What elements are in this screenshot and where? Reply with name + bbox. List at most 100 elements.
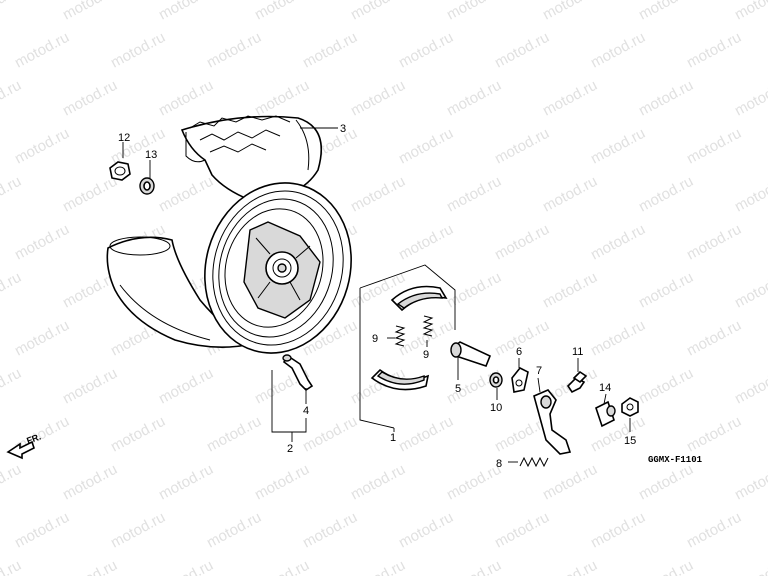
brake-shoe-upper[interactable] xyxy=(390,285,448,312)
watermark-text: motod.ru xyxy=(396,413,456,456)
watermark-text: motod.ru xyxy=(0,77,24,120)
watermark-text: motod.ru xyxy=(444,0,504,24)
watermark-text: motod.ru xyxy=(60,77,120,120)
watermark-text: motod.ru xyxy=(396,509,456,552)
watermark-text: motod.ru xyxy=(12,221,72,264)
watermark-text: motod.ru xyxy=(348,557,408,576)
watermark-text: motod.ru xyxy=(0,557,24,576)
watermark-text: motod.ru xyxy=(444,77,504,120)
brake-shoe-bracket-frame xyxy=(359,264,456,429)
watermark-text: motod.ru xyxy=(684,509,744,552)
watermark-text: motod.ru xyxy=(300,413,360,456)
callout-9-left: 9 xyxy=(372,333,378,345)
watermark-text: motod.ru xyxy=(540,0,600,24)
return-spring-part-8[interactable] xyxy=(519,456,549,468)
watermark-text: motod.ru xyxy=(492,125,552,168)
callout-11: 11 xyxy=(572,346,583,358)
watermark-text: motod.ru xyxy=(12,509,72,552)
watermark-text: motod.ru xyxy=(0,365,24,408)
spring-part-9-left[interactable] xyxy=(394,325,406,347)
watermark-text: motod.ru xyxy=(348,77,408,120)
brake-cam-part-5[interactable] xyxy=(450,341,492,367)
wheel-rim[interactable] xyxy=(185,165,371,370)
watermark-text: motod.ru xyxy=(684,413,744,456)
watermark-text: motod.ru xyxy=(156,557,216,576)
callout-14: 14 xyxy=(599,382,611,394)
watermark-text: motod.ru xyxy=(108,509,168,552)
watermark-text: motod.ru xyxy=(444,557,504,576)
callout-10: 10 xyxy=(490,402,502,414)
watermark-text: motod.ru xyxy=(204,413,264,456)
callout-labels: 12 13 3 4 2 1 9 9 5 10 6 7 11 14 15 8 xyxy=(118,123,636,470)
bolt-part-11[interactable] xyxy=(566,370,588,394)
watermark-text: motod.ru xyxy=(348,173,408,216)
watermark-text: motod.ru xyxy=(588,221,648,264)
collar-part-14[interactable] xyxy=(595,400,616,428)
watermark-text: motod.ru xyxy=(252,557,312,576)
watermark-text: motod.ru xyxy=(636,365,696,408)
washer-part-13[interactable] xyxy=(139,177,155,195)
watermark-text: motod.ru xyxy=(636,77,696,120)
watermark-text: motod.ru xyxy=(636,269,696,312)
watermark-text: motod.ru xyxy=(732,0,768,24)
watermark-text: motod.ru xyxy=(684,125,744,168)
watermark-text: motod.ru xyxy=(348,461,408,504)
watermark-text: motod.ru xyxy=(540,173,600,216)
watermark-text: motod.ru xyxy=(252,0,312,24)
diagram-code: GGMX-F1101 xyxy=(648,455,703,465)
watermark-text: motod.ru xyxy=(12,125,72,168)
front-direction-arrow-icon: FR. xyxy=(6,432,42,460)
watermark-text: motod.ru xyxy=(732,173,768,216)
watermark-text: motod.ru xyxy=(732,77,768,120)
watermark-text: motod.ru xyxy=(252,461,312,504)
watermark-text: motod.ru xyxy=(396,221,456,264)
watermark-text: motod.ru xyxy=(732,461,768,504)
watermark-text: motod.ru xyxy=(588,125,648,168)
watermark-text: motod.ru xyxy=(588,317,648,360)
washer-part-10[interactable] xyxy=(489,372,503,388)
watermark-text: motod.ru xyxy=(108,29,168,72)
watermark-text: motod.ru xyxy=(0,0,24,24)
callout-5: 5 xyxy=(455,383,461,395)
brake-shoe-lower[interactable] xyxy=(370,368,430,391)
callout-12: 12 xyxy=(118,132,130,144)
watermark-text: motod.ru xyxy=(348,0,408,24)
watermark-text: motod.ru xyxy=(108,413,168,456)
watermark-text: motod.ru xyxy=(60,461,120,504)
watermark-text: motod.ru xyxy=(732,557,768,576)
callout-4: 4 xyxy=(303,405,309,417)
watermark-text: motod.ru xyxy=(204,29,264,72)
watermark-text: motod.ru xyxy=(492,221,552,264)
watermark-text: motod.ru xyxy=(156,173,216,216)
callout-3: 3 xyxy=(340,123,346,135)
watermark-text: motod.ru xyxy=(444,269,504,312)
watermark-text: motod.ru xyxy=(156,77,216,120)
callout-13: 13 xyxy=(145,149,157,161)
watermark-text: motod.ru xyxy=(684,317,744,360)
watermark-text: motod.ru xyxy=(732,269,768,312)
brake-arm-part-7[interactable] xyxy=(533,389,572,455)
watermark-text: motod.ru xyxy=(300,509,360,552)
callout-15: 15 xyxy=(624,435,636,447)
watermark-text: motod.ru xyxy=(204,509,264,552)
wear-indicator-part-6[interactable] xyxy=(511,366,529,393)
watermark-text: motod.ru xyxy=(60,557,120,576)
watermark-text: motod.ru xyxy=(300,29,360,72)
callout-9-right: 9 xyxy=(423,349,429,361)
tire-part-3[interactable] xyxy=(180,115,322,201)
callout-2: 2 xyxy=(287,443,293,455)
nut-part-15[interactable] xyxy=(621,397,639,417)
watermark-text: motod.ru xyxy=(492,509,552,552)
watermark-text: motod.ru xyxy=(396,29,456,72)
watermark-text: motod.ru xyxy=(0,173,24,216)
watermark-text: motod.ru xyxy=(636,173,696,216)
watermark-text: motod.ru xyxy=(12,29,72,72)
watermark-text: motod.ru xyxy=(444,173,504,216)
watermark-text: motod.ru xyxy=(492,29,552,72)
watermark-text: motod.ru xyxy=(732,365,768,408)
watermark-text: motod.ru xyxy=(60,173,120,216)
watermark-text: motod.ru xyxy=(540,557,600,576)
nut-part-12[interactable] xyxy=(109,161,131,181)
spring-part-9-right[interactable] xyxy=(422,315,434,337)
